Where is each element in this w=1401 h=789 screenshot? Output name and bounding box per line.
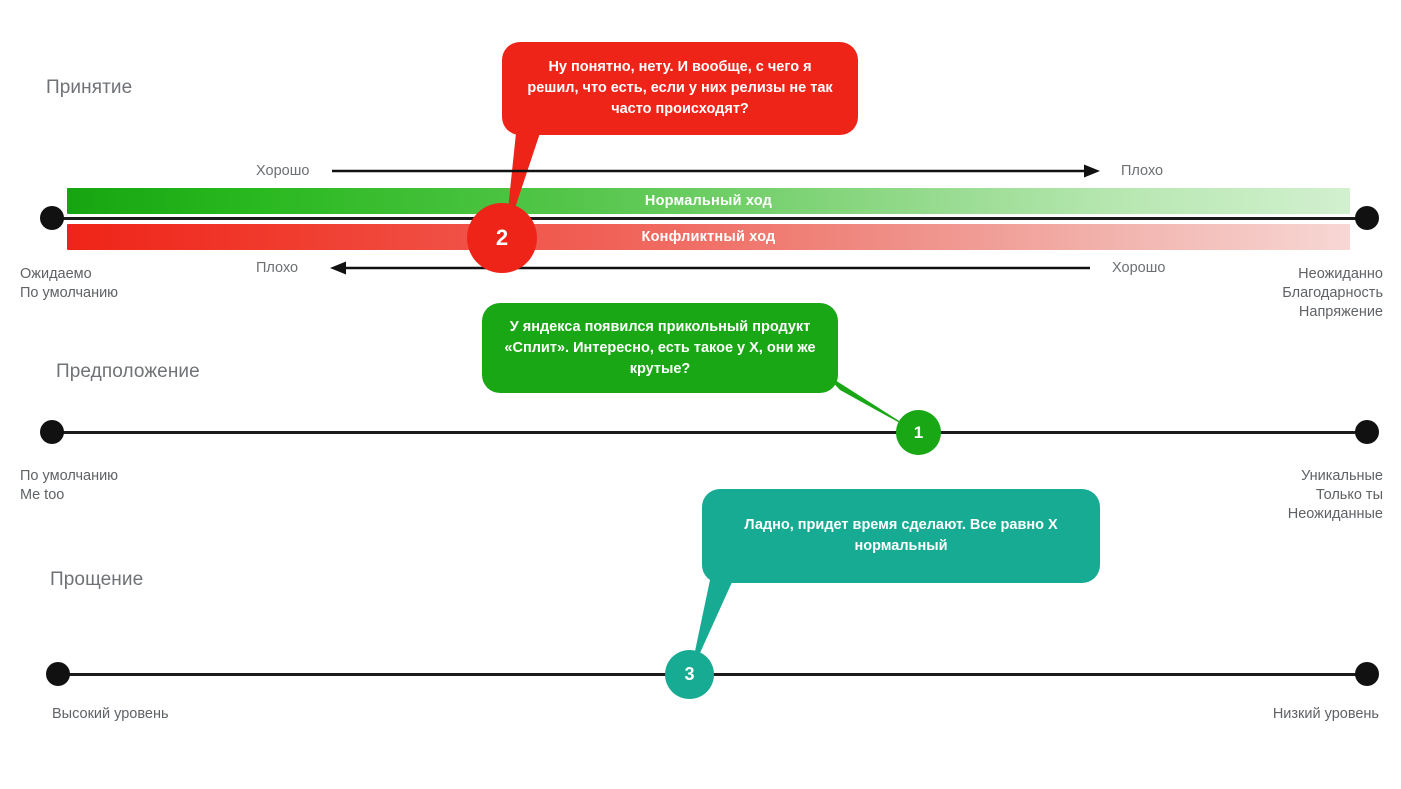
- marker-step-1-number: 1: [913, 422, 924, 442]
- caption-forgiveness-left-line-1: Высокий уровень: [52, 706, 169, 722]
- caption-forgiveness-right: Низкий уровень: [1273, 705, 1379, 724]
- axis-line-forgiveness: [58, 673, 1372, 676]
- speech-bubble-green-text: У яндекса появился прикольный продукт «С…: [504, 318, 816, 377]
- label-bottom-arrow-start: Плохо: [256, 260, 299, 276]
- axis-line-acceptance: [52, 217, 1372, 220]
- marker-step-1[interactable]: 1: [896, 410, 941, 455]
- caption-assumption-right-line-3: Неожиданные: [1287, 506, 1383, 522]
- bar-conflict-flow-label: Конфликтный ход: [641, 229, 776, 245]
- label-top-arrow-end: Плохо: [1121, 163, 1164, 179]
- bar-normal-flow-label: Нормальный ход: [644, 193, 773, 209]
- axis-dot-assumption-left: [40, 420, 64, 444]
- section-title-forgiveness: Прощение: [50, 569, 144, 590]
- caption-assumption-right-line-2: Только ты: [1315, 487, 1383, 503]
- caption-forgiveness-left: Высокий уровень: [52, 705, 169, 724]
- axis-dot-assumption-right: [1355, 420, 1379, 444]
- caption-acceptance-right: Неожиданно Благодарность Напряжение: [1282, 265, 1383, 322]
- caption-forgiveness-right-line-1: Низкий уровень: [1272, 706, 1379, 722]
- axis-dot-acceptance-right: [1355, 206, 1379, 230]
- bar-normal-flow: Нормальный ход: [67, 188, 1350, 214]
- axis-dot-forgiveness-right: [1355, 662, 1379, 686]
- caption-assumption-left-line-2: Me too: [20, 487, 65, 503]
- section-title-acceptance: Принятие: [46, 77, 133, 98]
- caption-assumption-right: Уникальные Только ты Неожиданные: [1288, 467, 1383, 524]
- caption-acceptance-left-line-2: По умолчанию: [20, 285, 119, 301]
- caption-assumption-left: По умолчанию Me too: [20, 467, 118, 505]
- caption-acceptance-left: Ожидаемо По умолчанию: [20, 265, 118, 303]
- caption-acceptance-right-line-1: Неожиданно: [1298, 266, 1383, 282]
- label-top-arrow-start: Хорошо: [256, 163, 310, 179]
- marker-step-3-number: 3: [684, 664, 695, 684]
- marker-step-2[interactable]: 2: [467, 203, 537, 273]
- caption-assumption-left-line-1: По умолчанию: [20, 468, 119, 484]
- marker-step-2-number: 2: [495, 225, 509, 250]
- speech-bubble-teal[interactable]: Ладно, придет время сделают. Все равно X…: [702, 489, 1100, 583]
- speech-bubble-green[interactable]: У яндекса появился прикольный продукт «С…: [482, 303, 838, 393]
- arrow-good-to-bad: [332, 164, 1100, 178]
- label-bottom-arrow-end: Хорошо: [1112, 260, 1166, 276]
- caption-acceptance-left-line-1: Ожидаемо: [20, 266, 92, 282]
- speech-bubble-teal-text: Ладно, придет время сделают. Все равно X…: [744, 517, 1058, 554]
- bar-conflict-flow: Конфликтный ход: [67, 224, 1350, 250]
- caption-acceptance-right-line-2: Благодарность: [1282, 285, 1383, 301]
- axis-dot-forgiveness-left: [46, 662, 70, 686]
- section-title-assumption: Предположение: [56, 361, 200, 382]
- caption-acceptance-right-line-3: Напряжение: [1298, 304, 1383, 320]
- arrow-bad-to-good: [330, 261, 1090, 275]
- marker-step-3[interactable]: 3: [665, 650, 714, 699]
- caption-assumption-right-line-1: Уникальные: [1301, 468, 1383, 484]
- axis-line-assumption: [52, 431, 1372, 434]
- speech-bubble-red[interactable]: Ну понятно, нету. И вообще, с чего я реш…: [502, 42, 858, 135]
- axis-dot-acceptance-left: [40, 206, 64, 230]
- speech-bubble-red-text: Ну понятно, нету. И вообще, с чего я реш…: [527, 59, 833, 117]
